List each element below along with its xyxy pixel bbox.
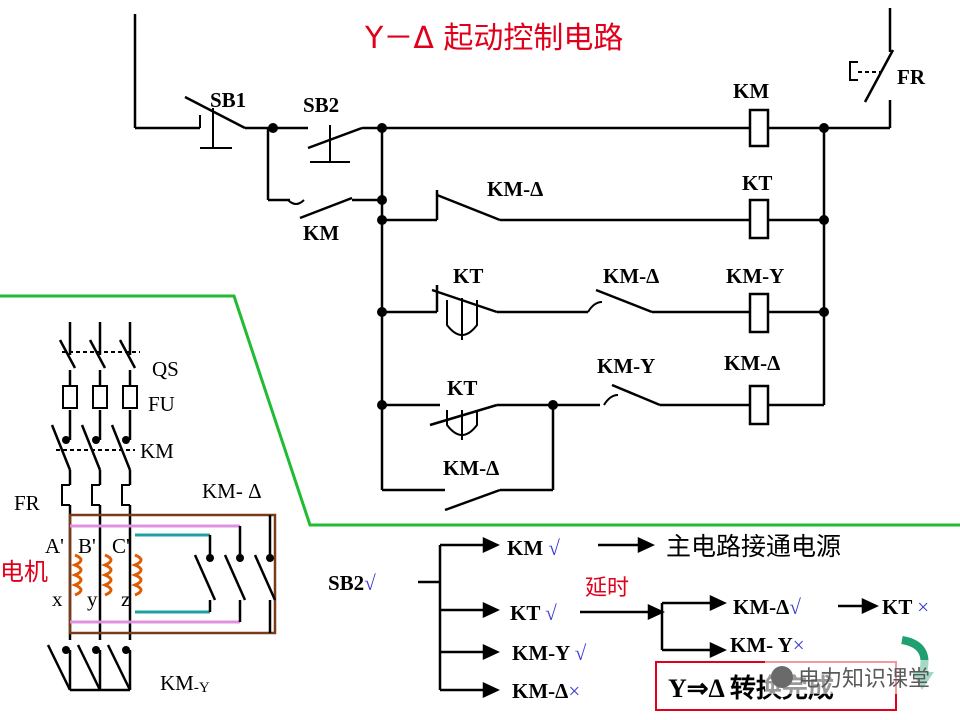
seq-km: KM √ [507, 536, 560, 560]
sb1-contact [184, 95, 246, 130]
kmy-main-label: KM-Y [160, 671, 210, 696]
coil-kt [748, 198, 770, 240]
coil-kmy [748, 292, 770, 334]
sb2-label: SB2 [303, 93, 339, 117]
seq-kmy: KM-Y √ [512, 641, 587, 665]
terminal-c: C' [112, 534, 130, 558]
kt-delay-no-contact [429, 403, 498, 427]
seq-kmy2: KM- Y× [730, 633, 805, 657]
qs-label: QS [152, 357, 179, 381]
kt-delay-no-label: KT [447, 376, 477, 400]
kt-delay-contact [431, 288, 498, 314]
coil-kmd-label: KM-Δ [724, 351, 780, 375]
coil-kt-label: KT [742, 171, 772, 195]
watermark-text: 电力知识课堂 [798, 667, 930, 692]
fr-label: FR [897, 65, 926, 89]
terminal-a: A' [45, 534, 64, 558]
seq-kt: KT √ [510, 601, 557, 625]
kmd-nc2-label: KM-Δ [603, 264, 659, 288]
sb2-contact [307, 126, 363, 150]
kmd-hold-contact [444, 488, 501, 512]
coil-km [748, 108, 770, 148]
coil-km-label: KM [733, 79, 769, 103]
coil-kmy-label: KM-Y [726, 264, 784, 288]
green-frame [0, 294, 960, 527]
control-circuit: SB1 SB2 KM KM FR [133, 8, 926, 512]
seq-kmd2: KM-Δ√ [733, 595, 801, 619]
terminal-b: B' [78, 534, 96, 558]
diagram-title: Y－Δ 起动控制电路 [364, 21, 623, 56]
seq-kt2: KT × [882, 595, 929, 619]
seq-kmd: KM-Δ× [512, 679, 580, 703]
wechat-icon [771, 666, 793, 688]
motor-label: 电机 [0, 558, 48, 586]
kmy-nc-contact [611, 383, 661, 407]
km-hold-label: KM [303, 221, 339, 245]
kmd-nc-label: KM-Δ [487, 177, 543, 201]
km-main-label: KM [140, 439, 174, 463]
motor-windings [71, 553, 143, 597]
terminal-z: z [121, 587, 130, 611]
seq-main-circuit: 主电路接通电源 [666, 532, 841, 561]
kmd-nc-contact [436, 193, 501, 222]
kmd-main-label: KM- Δ [202, 479, 262, 503]
km-hold-contact [299, 196, 353, 220]
fr-contact [863, 49, 895, 103]
watermark: 电力知识课堂 [765, 660, 940, 694]
fr-main-label: FR [14, 491, 40, 515]
sb1-label: SB1 [210, 88, 246, 112]
kt-delay-label: KT [453, 264, 483, 288]
main-circuit-inset: QS FU KM FR A' B' C' x y z 电机 [0, 294, 960, 696]
coil-kmd [748, 384, 770, 426]
seq-sb2: SB2√ [328, 571, 376, 595]
seq-delay: 延时 [585, 576, 629, 601]
kmd-hold-label: KM-Δ [443, 456, 499, 480]
terminal-y: y [87, 587, 98, 611]
terminal-x: x [52, 587, 63, 611]
kmy-nc-label: KM-Y [597, 354, 655, 378]
fu-label: FU [148, 392, 175, 416]
kmd-nc2-contact [595, 288, 653, 314]
